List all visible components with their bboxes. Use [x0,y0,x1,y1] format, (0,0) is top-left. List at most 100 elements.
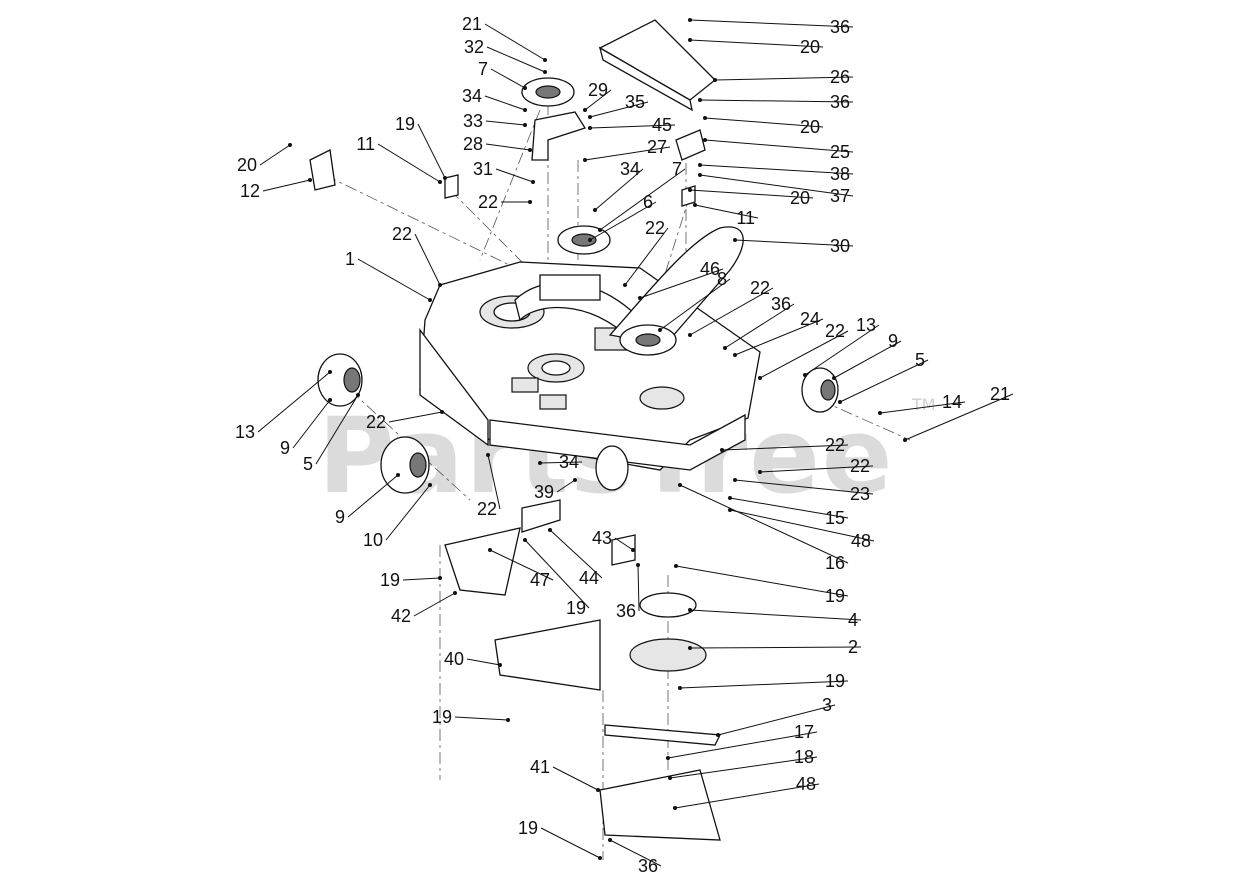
leader-point [438,180,442,184]
leader-point [588,126,592,130]
leader-point [328,370,332,374]
leader-point [758,470,762,474]
leader-point [803,373,807,377]
callout-label: 13 [856,315,876,335]
leader-point [658,328,662,332]
callout-label: 19 [825,671,845,691]
leader-point [903,438,907,442]
belt [608,226,744,346]
pulley-upper [521,77,575,107]
leader-line [689,39,824,48]
leader-point [598,228,602,232]
callout-label: 7 [672,159,682,179]
callout-label: 12 [240,181,260,201]
leader-line [315,394,359,465]
leader-line [484,23,546,61]
leader-line [589,101,649,118]
leader-line [490,68,526,89]
callout-label: 38 [830,164,850,184]
leader-line [833,340,902,379]
leader-line [689,189,814,199]
leader-line [729,509,875,542]
leader-line [669,756,818,779]
leader-line [599,168,686,231]
callout-label: 14 [942,392,962,412]
leader-line [539,461,583,464]
leader-line [759,465,874,473]
callout-label: 28 [463,134,483,154]
leader-point [573,478,577,482]
leader-line [717,704,836,736]
leader-point [678,686,682,690]
leader-line [659,278,731,331]
leader-point [703,138,707,142]
leader-point [583,158,587,162]
leader-line [485,143,531,151]
callout-label: 43 [592,528,612,548]
callout-label: 22 [750,278,770,298]
leader-line [552,766,599,791]
leader-point [308,178,312,182]
leader-line [484,95,526,111]
leader-line [584,89,612,111]
leader-point [688,333,692,337]
leader-point [498,663,502,667]
leader-line [729,497,849,519]
callout-label: 19 [518,818,538,838]
leader-point [396,473,400,477]
callout-label: 36 [771,294,791,314]
callout-label: 5 [303,454,313,474]
leader-line [292,399,331,449]
leader-point [506,718,510,722]
leader-point [631,548,635,552]
baffles [444,499,721,841]
leader-point [593,208,597,212]
callout-label: 39 [534,482,554,502]
leader-line [734,318,824,356]
leader-point [440,410,444,414]
leader-point [728,496,732,500]
callout-label: 34 [559,452,579,472]
callout-label: 13 [235,422,255,442]
leader-point [428,298,432,302]
callout-label: 22 [850,456,870,476]
leader-point [288,143,292,147]
leader-point [838,400,842,404]
leader-line [262,179,311,192]
leader-line [734,479,874,495]
callout-label: 36 [830,92,850,112]
callout-label: 36 [616,601,636,621]
leader-line [259,144,291,166]
callout-label: 11 [356,134,375,154]
callout-label: 20 [800,37,820,57]
leader-line [377,143,441,183]
leader-point [543,58,547,62]
callout-label: 19 [380,570,400,590]
leader-point [832,376,836,380]
leader-point [758,376,762,380]
leader-line [257,371,331,433]
leader-point [688,188,692,192]
callout-label: 30 [830,236,850,256]
callout-label: 41 [530,757,550,777]
leader-line [556,479,576,493]
callout-label: 1 [345,249,355,269]
leader-point [356,393,360,397]
leader-point [733,478,737,482]
pulley-middle [557,225,611,255]
callout-label: 3 [822,695,832,715]
brackets [309,111,706,207]
callout-label: 37 [830,186,850,206]
leader-line [689,646,862,649]
callout-label: 19 [395,114,415,134]
leader-point [528,148,532,152]
leader-line [704,139,854,153]
leader-line [357,258,431,301]
leader-line [402,577,441,581]
spindle-assembly [604,592,722,746]
leader-point [623,283,627,287]
leader-line [694,204,759,219]
leader-point [698,98,702,102]
leader-line [699,174,854,197]
callouts: 1234556778999101111121313141516171819191… [235,14,1014,876]
